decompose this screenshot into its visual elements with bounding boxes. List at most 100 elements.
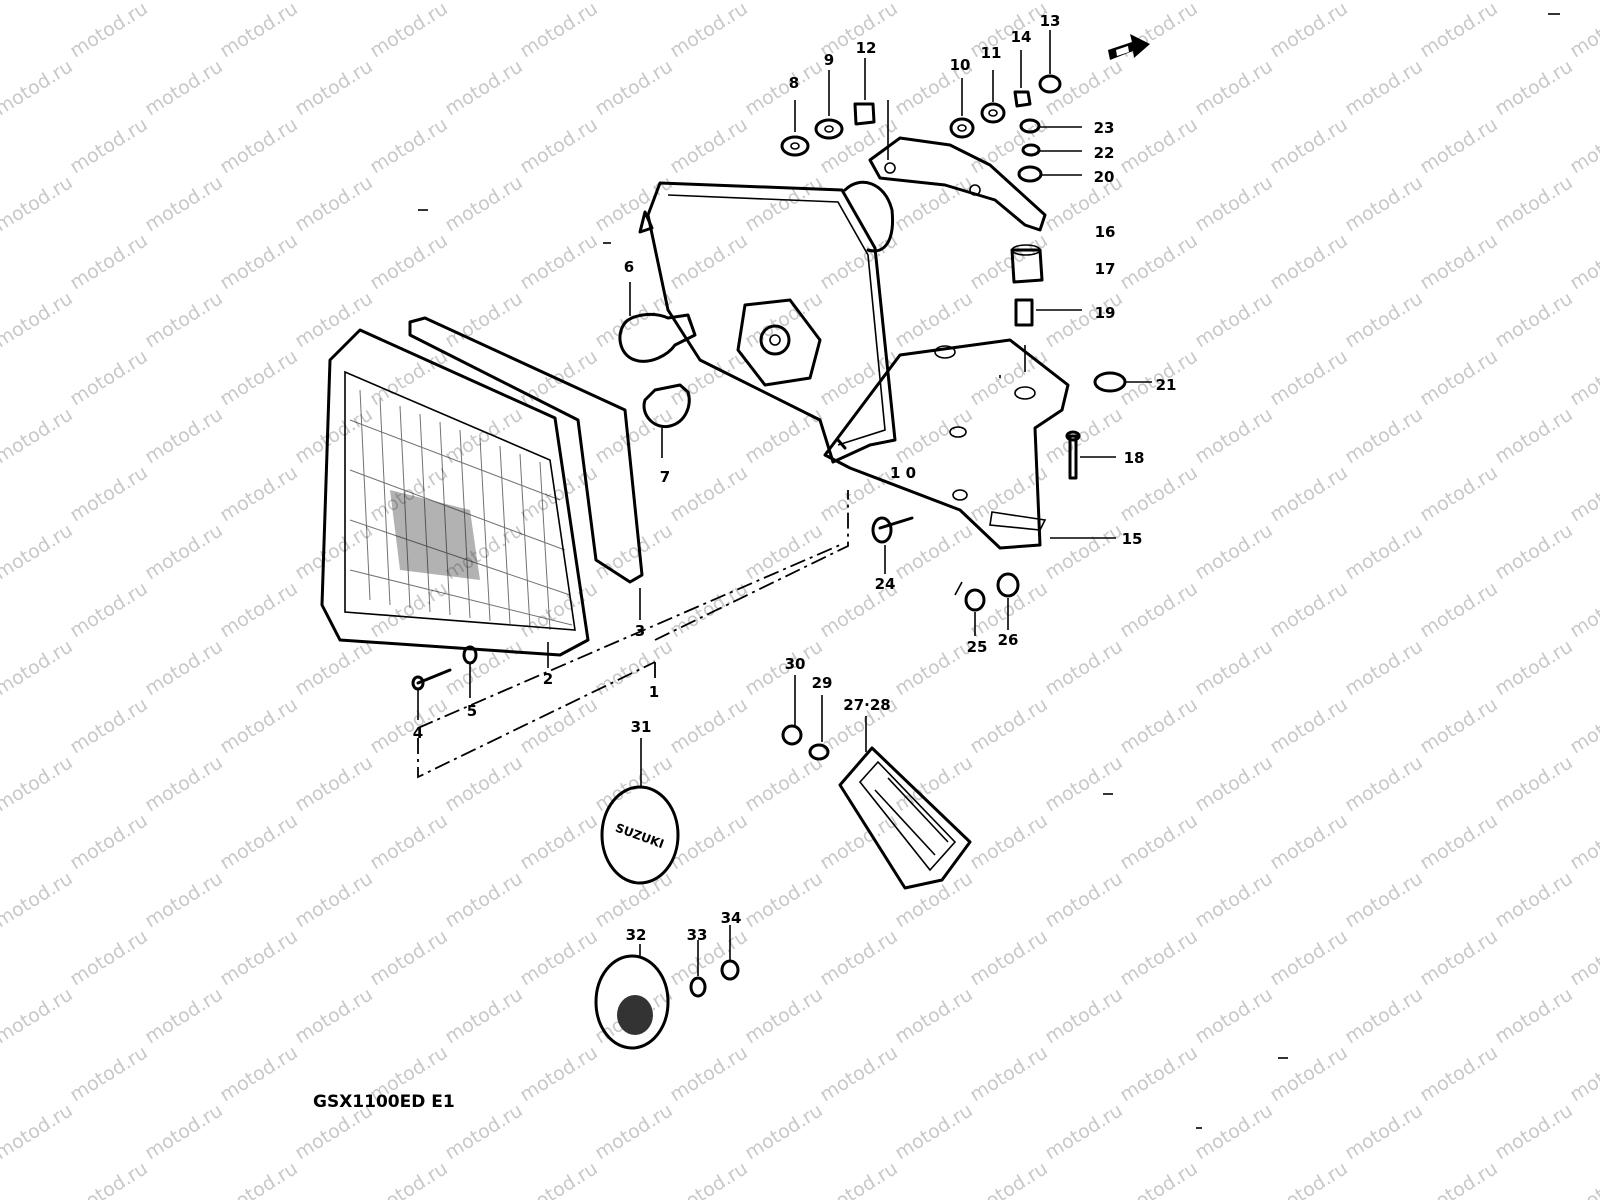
watermark-text: motod.ru <box>516 0 602 62</box>
watermark-text: motod.ru <box>216 1157 302 1200</box>
watermark-text: motod.ru <box>1266 693 1352 758</box>
washer-10 <box>949 117 975 139</box>
watermark-text: motod.ru <box>891 635 977 700</box>
collar-20 <box>1017 165 1043 183</box>
assembly-lines <box>417 490 849 779</box>
washer-25 <box>964 588 986 612</box>
watermark-text: motod.ru <box>441 635 527 700</box>
watermark-text: motod.ru <box>1116 113 1202 178</box>
nut-34 <box>720 959 740 981</box>
callout-22: 22 <box>1094 144 1115 162</box>
watermark-text: motod.ru <box>591 519 677 584</box>
emblem-text: SUZUKI <box>613 821 665 851</box>
callout-23: 23 <box>1094 119 1115 137</box>
watermark-text: motod.ru <box>216 229 302 294</box>
watermark-text: motod.ru <box>591 55 677 120</box>
watermark-text: motod.ru <box>66 577 152 642</box>
watermark-text: motod.ru <box>441 751 527 816</box>
watermark-text: motod.ru <box>66 0 152 62</box>
washer-8 <box>780 135 810 157</box>
watermark-text: motod.ru <box>291 55 377 120</box>
watermark-text: motod.ru <box>1566 229 1600 294</box>
watermark-text: motod.ru <box>591 635 677 700</box>
watermark-text: motod.ru <box>216 925 302 990</box>
watermark-text: motod.ru <box>1566 809 1600 874</box>
watermark-text: motod.ru <box>291 0 377 4</box>
watermark-text: motod.ru <box>141 171 227 236</box>
callout-34: 34 <box>721 909 742 927</box>
watermark-text: motod.ru <box>1041 55 1127 120</box>
watermark-text: motod.ru <box>591 867 677 932</box>
model-caption: GSX1100ED E1 <box>313 1092 455 1112</box>
watermark-text: motod.ru <box>141 0 227 4</box>
watermark-text: motod.ru <box>1491 287 1577 352</box>
watermark-text: motod.ru <box>441 55 527 120</box>
watermark-text: motod.ru <box>516 693 602 758</box>
watermark-text: motod.ru <box>1266 925 1352 990</box>
watermark-text: motod.ru <box>1566 577 1600 642</box>
license-bracket: 1 0 <box>823 338 1070 550</box>
watermark-text: motod.ru <box>66 345 152 410</box>
watermark-text: motod.ru <box>1191 635 1277 700</box>
watermark-text: motod.ru <box>666 693 752 758</box>
stray-marks <box>418 13 1560 1129</box>
watermark-text: motod.ru <box>666 1041 752 1106</box>
watermark-text: motod.ru <box>1266 345 1352 410</box>
watermark-text: motod.ru <box>0 345 2 410</box>
watermark-text: motod.ru <box>1191 0 1277 4</box>
watermark-text: motod.ru <box>741 867 827 932</box>
callout-1: 1 <box>649 683 659 701</box>
watermark-text: motod.ru <box>216 693 302 758</box>
watermark-text: motod.ru <box>1266 0 1352 62</box>
watermark-text: motod.ru <box>1566 345 1600 410</box>
watermark-text: motod.ru <box>441 287 527 352</box>
watermark-text: motod.ru <box>1191 867 1277 932</box>
watermark-text: motod.ru <box>591 287 677 352</box>
callout-5: 5 <box>467 702 477 720</box>
watermark-text: motod.ru <box>591 751 677 816</box>
watermark-text: motod.ru <box>1416 461 1502 526</box>
bolt-24 <box>871 516 914 544</box>
watermark-text: motod.ru <box>216 461 302 526</box>
watermark-text: motod.ru <box>141 867 227 932</box>
cap-13 <box>1038 74 1062 94</box>
watermark-text: motod.ru <box>291 983 377 1048</box>
callout-14: 14 <box>1011 28 1032 46</box>
watermark-text: motod.ru <box>1416 693 1502 758</box>
watermark-text: motod.ru <box>1116 461 1202 526</box>
watermark-text: motod.ru <box>441 983 527 1048</box>
watermark-text: motod.ru <box>0 287 77 352</box>
watermark-text: motod.ru <box>591 171 677 236</box>
watermark-text: motod.ru <box>891 0 977 4</box>
watermark-text: motod.ru <box>1341 635 1427 700</box>
leader-lines <box>417 30 1152 976</box>
watermark-text: motod.ru <box>1566 461 1600 526</box>
watermark-text: motod.ru <box>366 1157 452 1200</box>
nut-14 <box>1013 90 1032 108</box>
watermark-text: motod.ru <box>1491 171 1577 236</box>
washer-22 <box>1021 143 1041 157</box>
watermark-text: motod.ru <box>1341 287 1427 352</box>
watermark-text: motod.ru <box>1266 577 1352 642</box>
watermark-text: motod.ru <box>66 1157 152 1200</box>
watermark-text: motod.ru <box>1266 229 1352 294</box>
watermark-text: motod.ru <box>1041 403 1127 468</box>
watermark-text: motod.ru <box>516 1041 602 1106</box>
watermark-text: motod.ru <box>0 867 77 932</box>
watermark-text: motod.ru <box>1491 55 1577 120</box>
callouts: 1 2 3 4 5 6 7 8 9 10 11 12 13 14 15 16 1… <box>413 12 1177 944</box>
watermark-text: motod.ru <box>1491 635 1577 700</box>
spacer-12 <box>853 102 876 126</box>
watermark-text: motod.ru <box>891 1099 977 1164</box>
watermark-text: motod.ru <box>1041 983 1127 1048</box>
watermark-text: motod.ru <box>516 345 602 410</box>
watermark-text: motod.ru <box>1341 867 1427 932</box>
watermark-text: motod.ru <box>516 229 602 294</box>
callout-30: 30 <box>785 655 806 673</box>
callout-10: 10 <box>950 56 971 74</box>
watermark-text: motod.ru <box>366 0 452 62</box>
watermark-text: motod.ru <box>0 577 2 642</box>
watermark-text: motod.ru <box>66 113 152 178</box>
watermark-text: motod.ru <box>441 0 527 4</box>
